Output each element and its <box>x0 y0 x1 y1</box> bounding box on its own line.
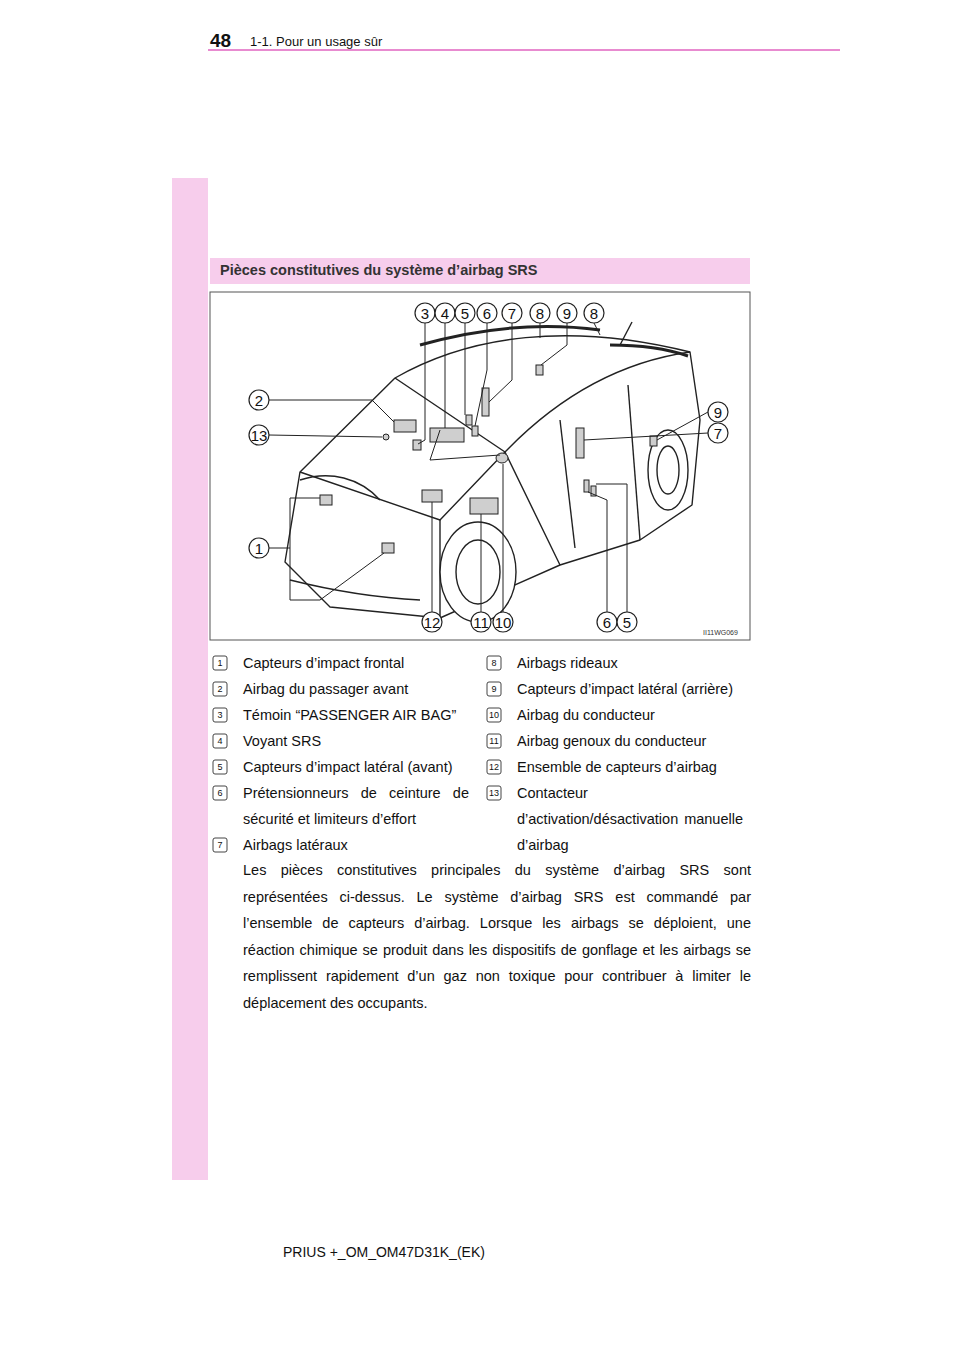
callout-number: 6 <box>603 615 611 630</box>
margin-strip <box>172 178 208 1180</box>
legend-number-box <box>487 760 501 774</box>
legend-number: 8 <box>491 659 496 668</box>
legend-text: Voyant SRS <box>243 728 469 754</box>
callout-circle <box>422 612 442 632</box>
callout-circle <box>557 303 577 323</box>
legend-number-box <box>213 838 227 852</box>
legend-number-box <box>487 708 501 722</box>
legend-text: Prétensionneurs de ceinture de sécurité … <box>243 780 469 832</box>
legend-text: Capteurs d’impact frontal <box>243 650 469 676</box>
legend-number-box <box>487 786 501 800</box>
callout-circle <box>597 612 617 632</box>
section-title: Pièces constitutives du système d’airbag… <box>210 258 750 284</box>
callout-number: 3 <box>421 306 429 321</box>
curtain-airbag <box>420 326 688 356</box>
legend-number-box <box>487 682 501 696</box>
callout-circle <box>455 303 475 323</box>
legend-number: 5 <box>217 763 222 772</box>
callout-circle <box>415 303 435 323</box>
legend-text: Airbags rideaux <box>517 650 743 676</box>
callout-number: 7 <box>714 426 722 441</box>
figure-frame <box>210 292 750 640</box>
legend-number-box <box>213 760 227 774</box>
callout-number: 8 <box>536 306 544 321</box>
airbag-components <box>320 365 657 553</box>
legend-number: 6 <box>217 789 222 798</box>
body-paragraph: Les pièces constitutives principales du … <box>243 857 751 1016</box>
legend-text: Airbag du conducteur <box>517 702 743 728</box>
callout-number: 9 <box>714 405 722 420</box>
legend-number: 3 <box>217 711 222 720</box>
callout-number: 5 <box>461 306 469 321</box>
callout-circle <box>435 303 455 323</box>
callout-circle <box>477 303 497 323</box>
legend-number: 9 <box>491 685 496 694</box>
legend-text: Airbags latéraux <box>243 832 469 858</box>
callout-circle <box>617 612 637 632</box>
legend-text: Airbag du passager avant <box>243 676 469 702</box>
callout-number: 6 <box>483 306 491 321</box>
section-header: 1-1. Pour un usage sûr <box>250 34 382 49</box>
callout-number: 12 <box>424 615 441 630</box>
callout-circle <box>249 425 269 445</box>
legend-number-box <box>213 734 227 748</box>
legend-text: Témoin “PASSENGER AIR BAG” <box>243 702 469 728</box>
legend-text: Airbag genoux du conducteur <box>517 728 743 754</box>
callout-number: 10 <box>495 615 512 630</box>
figure-code: II11WG069 <box>703 629 738 636</box>
callout-circle <box>502 303 522 323</box>
header-rule <box>208 49 840 51</box>
callout-circle <box>708 402 728 422</box>
callout-circle <box>249 538 269 558</box>
legend-number-box <box>213 708 227 722</box>
callout-circle <box>471 612 491 632</box>
callout-number: 8 <box>590 306 598 321</box>
callout-circle <box>584 303 604 323</box>
page-number: 48 <box>210 30 231 52</box>
callout-circle <box>530 303 550 323</box>
legend-text: Ensemble de capteurs d’airbag <box>517 754 743 780</box>
legend-text: Capteurs d’impact latéral (avant) <box>243 754 469 780</box>
legend-text: Capteurs d’impact latéral (arrière) <box>517 676 743 702</box>
legend-number: 13 <box>489 789 499 798</box>
legend-number: 10 <box>489 711 499 720</box>
callout-number: 7 <box>508 306 516 321</box>
callout-circle <box>249 390 269 410</box>
leader-lines <box>269 323 708 612</box>
legend-number: 11 <box>489 737 498 746</box>
callout-number: 1 <box>255 541 263 556</box>
callout-number: 11 <box>473 615 489 630</box>
legend-number-box <box>213 786 227 800</box>
legend-number: 4 <box>217 737 222 746</box>
callout-number: 5 <box>623 615 631 630</box>
legend-number: 12 <box>489 763 499 772</box>
callout-number: 4 <box>441 306 449 321</box>
footer-code: PRIUS +_OM_OM47D31K_(EK) <box>283 1244 485 1260</box>
legend-number-box <box>487 734 501 748</box>
legend-number: 2 <box>217 685 222 694</box>
callout-number: 13 <box>251 428 268 443</box>
legend-number-box <box>213 682 227 696</box>
legend-number-box <box>213 656 227 670</box>
legend-number: 1 <box>217 659 222 668</box>
callout-number: 2 <box>255 393 263 408</box>
car-outline <box>285 322 700 622</box>
legend-number-box <box>487 656 501 670</box>
legend-text: Contacteur d’activation/désactivation ma… <box>517 780 743 858</box>
legend-number: 7 <box>217 841 222 850</box>
callout-circle <box>493 612 513 632</box>
callout-circle <box>708 423 728 443</box>
callout-number: 9 <box>563 306 571 321</box>
